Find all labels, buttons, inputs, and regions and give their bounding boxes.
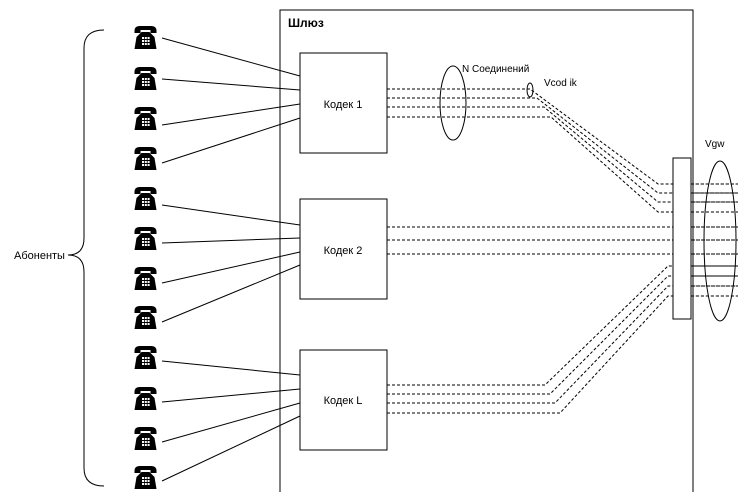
gateway-rate-label: Vgw [705,139,725,150]
telephone-icon [134,346,157,369]
codec-rate-label: Vcod ik [544,78,578,89]
connections-ellipse [439,65,467,141]
telephone-icon [134,306,157,329]
telephone-icon [134,227,157,250]
subscriber-line [161,117,301,164]
connection-line [387,275,738,395]
subscriber-line [161,237,301,244]
codec-2-box [299,198,388,300]
subscriber-line [161,251,301,284]
telephone-icon [134,187,157,210]
subscriber-line [161,204,301,226]
subscriber-line [161,103,301,126]
subscriber-line [161,402,301,443]
subscriber-line [161,388,301,403]
telephone-icon [134,427,157,450]
codec-rate-ellipse [526,82,534,98]
telephone-icon [134,107,157,130]
subscriber-line [161,37,301,77]
telephone-icon [134,267,157,290]
codec-1-label: Кодек 1 [324,99,363,111]
codec-2-label: Кодек 2 [324,245,363,257]
codec-l-label: Кодек L [324,395,363,407]
gateway-box [279,9,694,492]
subscriber-line [161,78,301,91]
telephone-icon [134,67,157,90]
telephone-icon [134,26,157,49]
telephone-icon [134,466,157,489]
subscribers-brace [67,29,105,487]
gateway-title: Шлюз [288,16,324,30]
telephone-icon [134,387,157,410]
subscriber-line [161,264,301,323]
connection-line [387,97,738,194]
telephone-icon [134,147,157,170]
subscribers-label: Абоненты [14,250,65,262]
gateway-rate-ellipse [703,160,737,322]
codec-l-box [299,349,388,451]
codec-1-box [299,52,388,154]
subscriber-line [161,415,301,482]
gateway-output-port [672,157,692,320]
subscriber-line [161,360,301,376]
connections-label: N Соединений [462,64,529,75]
